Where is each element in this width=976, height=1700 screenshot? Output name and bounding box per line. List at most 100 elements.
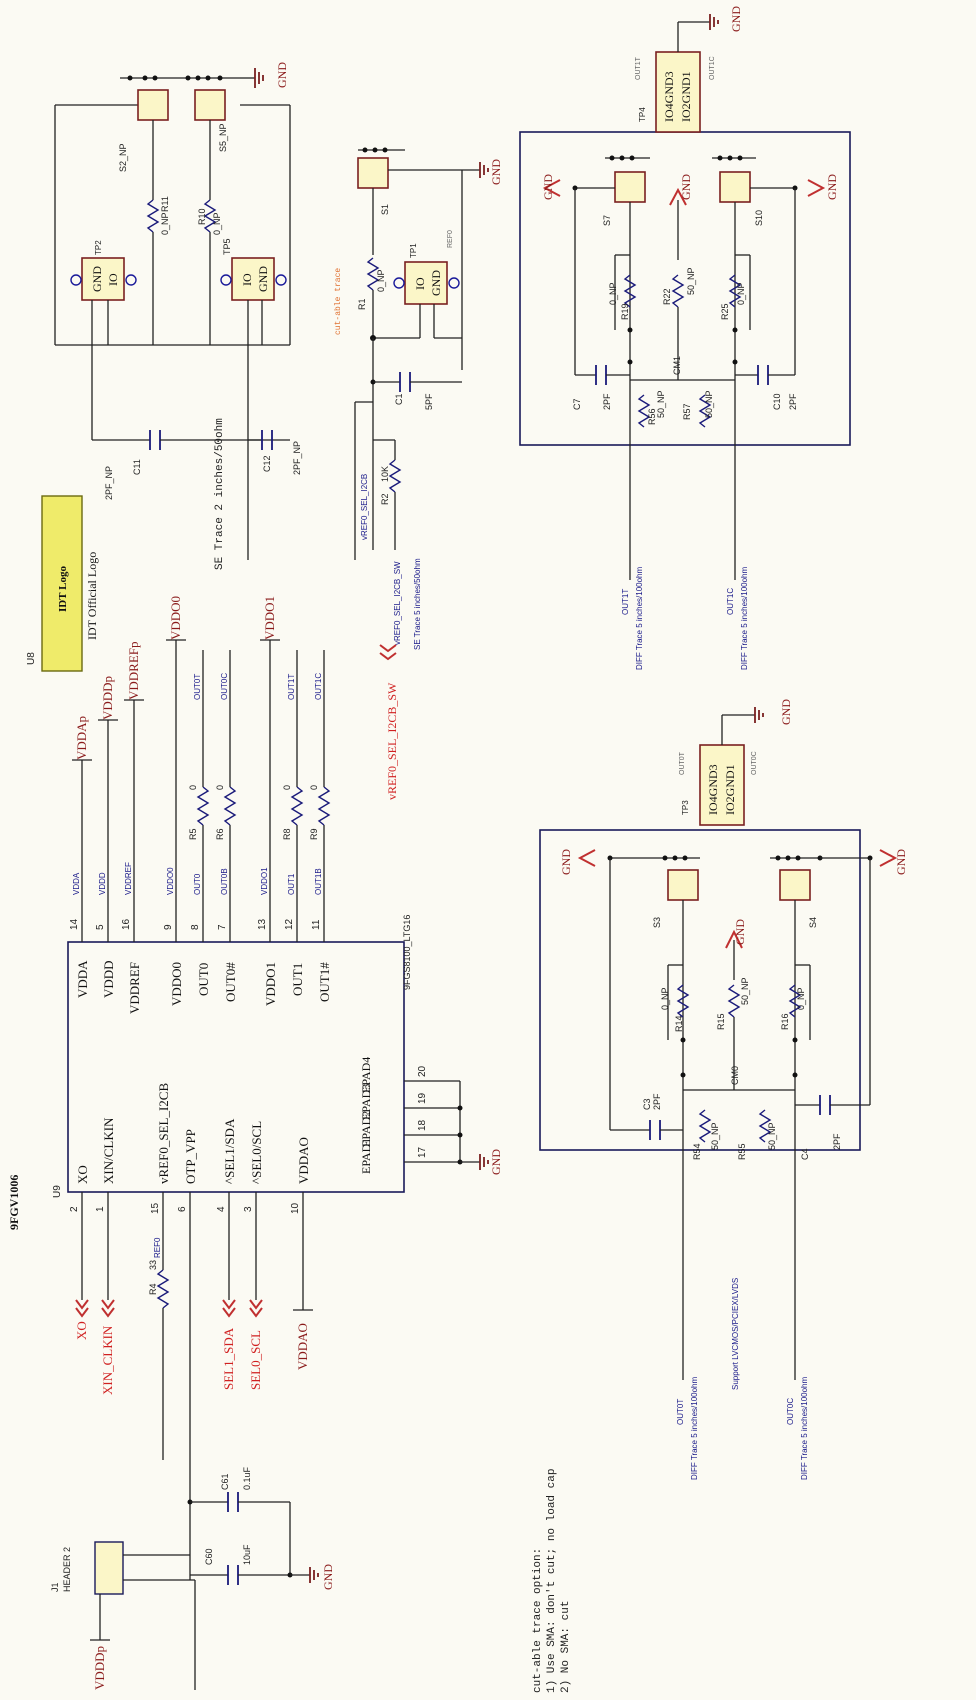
net-vdddp: VDDDp: [100, 676, 115, 720]
svg-text:2PF: 2PF: [602, 393, 612, 410]
svg-text:0_NP: 0_NP: [376, 269, 386, 292]
svg-text:GND: GND: [729, 6, 743, 32]
svg-text:S3: S3: [652, 917, 662, 928]
svg-text:S2_NP: S2_NP: [118, 143, 128, 172]
svg-text:IO: IO: [240, 273, 254, 286]
port-signals: XO XIN_CLKIN SEL1_SDA SEL0_SCL VDDAO R4 …: [74, 1230, 313, 1580]
svg-text:cut-able trace: cut-able trace: [334, 268, 343, 335]
svg-text:GND: GND: [894, 849, 908, 875]
ic-part: 9FGS8100_LTG16: [402, 915, 412, 990]
svg-text:3: 3: [243, 1206, 254, 1212]
svg-text:OUT0B: OUT0B: [220, 868, 229, 895]
svg-text:vREF0_SEL_I2CB: vREF0_SEL_I2CB: [360, 474, 369, 540]
port-xo: XO: [74, 1321, 89, 1340]
top-left-testpoints: GND S2_NP S5_NP R11 0_NP R10 0_NP TP5 GN…: [54, 62, 302, 570]
svg-text:C1: C1: [394, 393, 404, 405]
svg-text:DIFF Trace 5 inches/100ohm: DIFF Trace 5 inches/100ohm: [635, 567, 644, 670]
svg-text:R54: R54: [692, 1143, 702, 1160]
svg-text:VDDO0: VDDO0: [169, 962, 184, 1006]
svg-text:18: 18: [417, 1119, 428, 1131]
svg-text:C3: C3: [642, 1098, 652, 1110]
svg-text:0_NP: 0_NP: [660, 987, 670, 1010]
output-series-resistors: R5 0 OUT0T OUT0 R6 0 OUT0C OUT0B R8 0 OU…: [188, 650, 331, 903]
svg-text:TP1: TP1: [409, 243, 418, 258]
logo-ref: U8: [26, 652, 37, 665]
svg-text:SE Trace 2 inches/50ohm: SE Trace 2 inches/50ohm: [214, 418, 226, 570]
svg-text:R4: R4: [148, 1283, 158, 1295]
svg-text:VDDO1: VDDO1: [260, 867, 269, 895]
svg-text:Support LVCMOS/PCIEX/LVDS: Support LVCMOS/PCIEX/LVDS: [731, 1278, 740, 1390]
svg-text:DIFF Trace 5 inches/100ohm: DIFF Trace 5 inches/100ohm: [740, 567, 749, 670]
port-sel0: SEL0_SCL: [248, 1330, 263, 1390]
port-xin: XIN_CLKIN: [100, 1325, 115, 1395]
svg-text:S5_NP: S5_NP: [218, 123, 228, 152]
svg-text:GND: GND: [256, 266, 270, 292]
svg-text:0: 0: [282, 785, 292, 790]
svg-text:R22: R22: [662, 288, 672, 305]
svg-text:OUT1B: OUT1B: [314, 868, 323, 895]
svg-text:vREF0_SEL_I2CB: vREF0_SEL_I2CB: [156, 1083, 171, 1184]
svg-text:20: 20: [417, 1065, 428, 1077]
svg-text:12: 12: [284, 918, 295, 930]
svg-text:TP3: TP3: [681, 800, 690, 815]
port-ref0-sw: vREF0_SEL_I2CB_SW: [385, 682, 399, 800]
port-sel1: SEL1_SDA: [221, 1327, 236, 1390]
note-line-1: cut-able trace option:: [532, 1548, 544, 1693]
svg-text:VDDREF: VDDREF: [124, 862, 133, 895]
svg-text:VDDO1: VDDO1: [263, 962, 278, 1006]
svg-text:0.1uF: 0.1uF: [242, 1466, 252, 1490]
svg-text:^SEL1/SDA: ^SEL1/SDA: [222, 1118, 237, 1184]
svg-text:17: 17: [417, 1146, 428, 1158]
net-vddo1: VDDO1: [262, 596, 277, 640]
svg-text:SE Trace 5 inches/50ohm: SE Trace 5 inches/50ohm: [413, 558, 422, 650]
svg-text:0_NP: 0_NP: [736, 282, 746, 305]
svg-text:REF0: REF0: [447, 230, 454, 248]
svg-text:OUT0: OUT0: [193, 873, 202, 895]
svg-text:GND: GND: [779, 699, 793, 725]
svg-text:R10: R10: [197, 208, 207, 225]
svg-text:GND: GND: [559, 849, 573, 875]
svg-text:OTP_VPP: OTP_VPP: [183, 1129, 198, 1184]
svg-text:HEADER 2: HEADER 2: [62, 1547, 72, 1592]
svg-text:EPAD3: EPAD3: [359, 1084, 373, 1120]
svg-text:VDDD: VDDD: [98, 872, 107, 895]
svg-text:14: 14: [69, 918, 80, 930]
diff-block-out0: IO4GND3 IO2GND1 TP3 OUT0T OUT0C GND GND …: [539, 699, 908, 1480]
svg-text:R16: R16: [780, 1013, 790, 1030]
svg-text:EPAD1: EPAD1: [359, 1138, 373, 1174]
svg-text:R55: R55: [737, 1143, 747, 1160]
svg-text:C61: C61: [220, 1473, 230, 1490]
net-vddo0: VDDO0: [168, 596, 183, 640]
svg-text:S7: S7: [602, 215, 612, 226]
svg-text:DIFF Trace 5 inches/100ohm: DIFF Trace 5 inches/100ohm: [690, 1377, 699, 1480]
ic-ref: U9: [52, 1185, 63, 1198]
svg-text:6: 6: [177, 1206, 188, 1212]
svg-text:9: 9: [163, 924, 174, 930]
logo-caption: IDT Official Logo: [85, 552, 99, 640]
svg-text:REF0: REF0: [153, 1237, 162, 1258]
svg-text:15: 15: [150, 1202, 161, 1214]
svg-text:GND: GND: [733, 919, 747, 945]
svg-text:OUT0C: OUT0C: [220, 673, 229, 700]
svg-text:VDDA: VDDA: [72, 872, 81, 895]
decoupling-caps: GND C61 0.1uF C60 10uF J1 HEADER 2 VDDDp: [50, 1466, 335, 1690]
svg-text:CM1: CM1: [672, 356, 682, 375]
svg-text:OUT1: OUT1: [290, 963, 305, 996]
svg-text:OUT0C: OUT0C: [786, 1398, 795, 1425]
svg-text:GND: GND: [321, 1564, 335, 1590]
svg-text:2PF: 2PF: [788, 393, 798, 410]
svg-text:TP5: TP5: [222, 238, 232, 255]
svg-text:EPAD4: EPAD4: [359, 1057, 373, 1093]
svg-text:0: 0: [309, 785, 319, 790]
svg-text:R8: R8: [282, 828, 292, 840]
svg-text:GND: GND: [275, 62, 289, 88]
svg-text:2PF_NP: 2PF_NP: [104, 466, 114, 500]
svg-text:OUT1C: OUT1C: [726, 588, 735, 615]
svg-text:J1: J1: [50, 1582, 60, 1592]
svg-text:VDDDp: VDDDp: [92, 1646, 107, 1690]
svg-text:OUT0T: OUT0T: [679, 751, 686, 775]
svg-text:OUT1T: OUT1T: [287, 674, 296, 700]
svg-text:GND: GND: [90, 266, 104, 292]
